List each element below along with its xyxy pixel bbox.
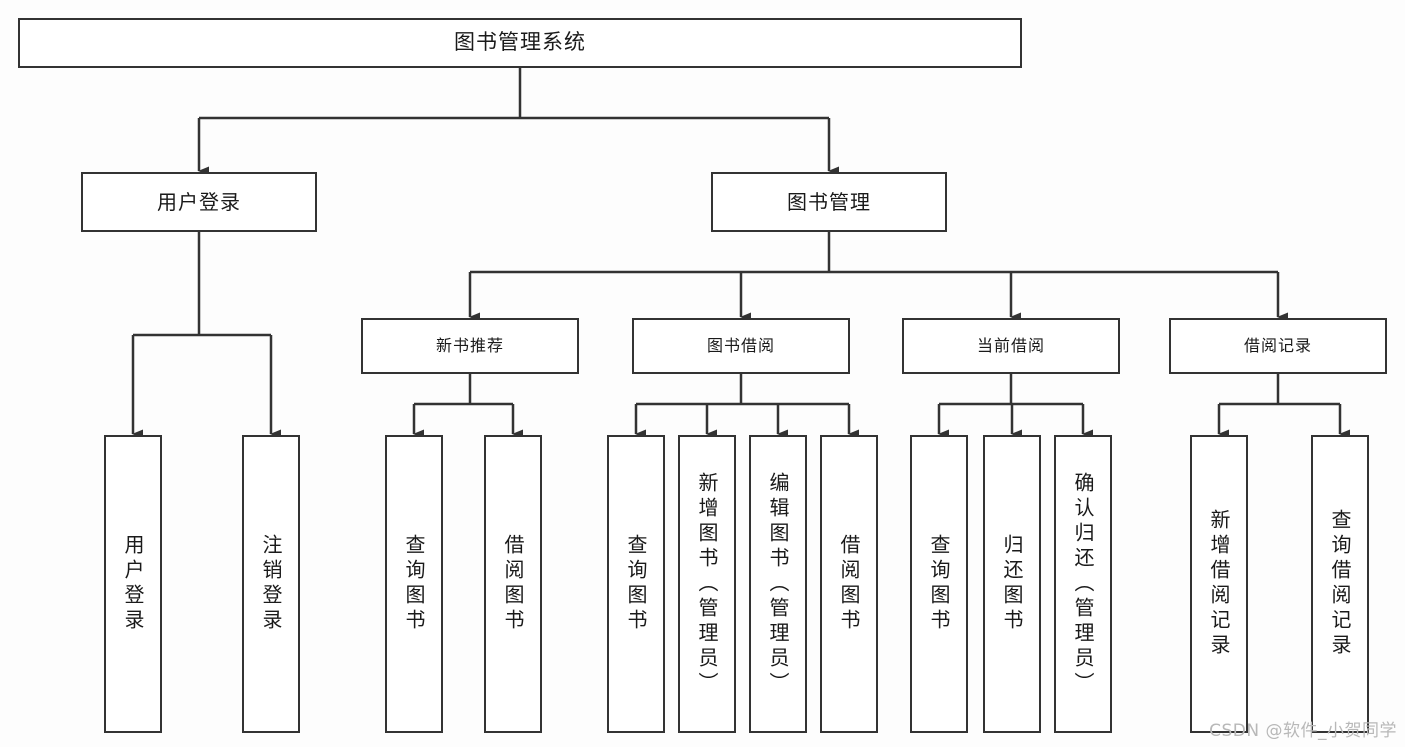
node-label-login: 用户登录	[157, 190, 241, 214]
node-label-current: 当前借阅	[976, 336, 1045, 356]
node-label-root: 图书管理系统	[454, 30, 586, 55]
node-label-l-addbook: 新增图书（管理员）	[695, 471, 719, 697]
node-l-b1[interactable]: 借阅图书	[484, 435, 542, 733]
node-l-qrec[interactable]: 查询借阅记录	[1311, 435, 1369, 733]
node-records[interactable]: 借阅记录	[1169, 318, 1387, 374]
node-label-l-return: 归还图书	[1000, 534, 1024, 634]
node-l-q2[interactable]: 查询图书	[607, 435, 665, 733]
node-label-bookmgmt: 图书管理	[787, 190, 871, 214]
node-newrec[interactable]: 新书推荐	[361, 318, 579, 374]
node-label-newrec: 新书推荐	[435, 336, 504, 356]
node-borrow[interactable]: 图书借阅	[632, 318, 850, 374]
node-l-confirm[interactable]: 确认归还（管理员）	[1054, 435, 1112, 733]
node-l-addbook[interactable]: 新增图书（管理员）	[678, 435, 736, 733]
node-l-b2[interactable]: 借阅图书	[820, 435, 878, 733]
node-l-return[interactable]: 归还图书	[983, 435, 1041, 733]
node-l-addrec[interactable]: 新增借阅记录	[1190, 435, 1248, 733]
watermark-text: CSDN @软件_小贺同学	[1209, 721, 1397, 741]
node-label-l-userlogin: 用户登录	[121, 534, 145, 634]
node-label-l-q2: 查询图书	[624, 534, 648, 634]
node-label-l-b1: 借阅图书	[501, 534, 525, 634]
node-l-q1[interactable]: 查询图书	[385, 435, 443, 733]
node-label-l-addrec: 新增借阅记录	[1207, 509, 1231, 659]
edge-paths	[131, 68, 1350, 439]
node-l-userlogin[interactable]: 用户登录	[104, 435, 162, 733]
node-label-l-q1: 查询图书	[402, 534, 426, 634]
node-l-logout[interactable]: 注销登录	[242, 435, 300, 733]
node-l-q3[interactable]: 查询图书	[910, 435, 968, 733]
node-label-borrow: 图书借阅	[706, 336, 775, 356]
node-label-l-q3: 查询图书	[927, 534, 951, 634]
node-label-l-editbook: 编辑图书（管理员）	[766, 471, 790, 697]
node-label-l-confirm: 确认归还（管理员）	[1071, 471, 1095, 697]
node-login[interactable]: 用户登录	[81, 172, 317, 232]
node-label-records: 借阅记录	[1243, 336, 1312, 356]
node-label-l-qrec: 查询借阅记录	[1328, 509, 1352, 659]
node-bookmgmt[interactable]: 图书管理	[711, 172, 947, 232]
node-current[interactable]: 当前借阅	[902, 318, 1120, 374]
node-l-editbook[interactable]: 编辑图书（管理员）	[749, 435, 807, 733]
node-label-l-logout: 注销登录	[259, 534, 283, 634]
node-label-l-b2: 借阅图书	[837, 534, 861, 634]
node-root[interactable]: 图书管理系统	[18, 18, 1022, 68]
